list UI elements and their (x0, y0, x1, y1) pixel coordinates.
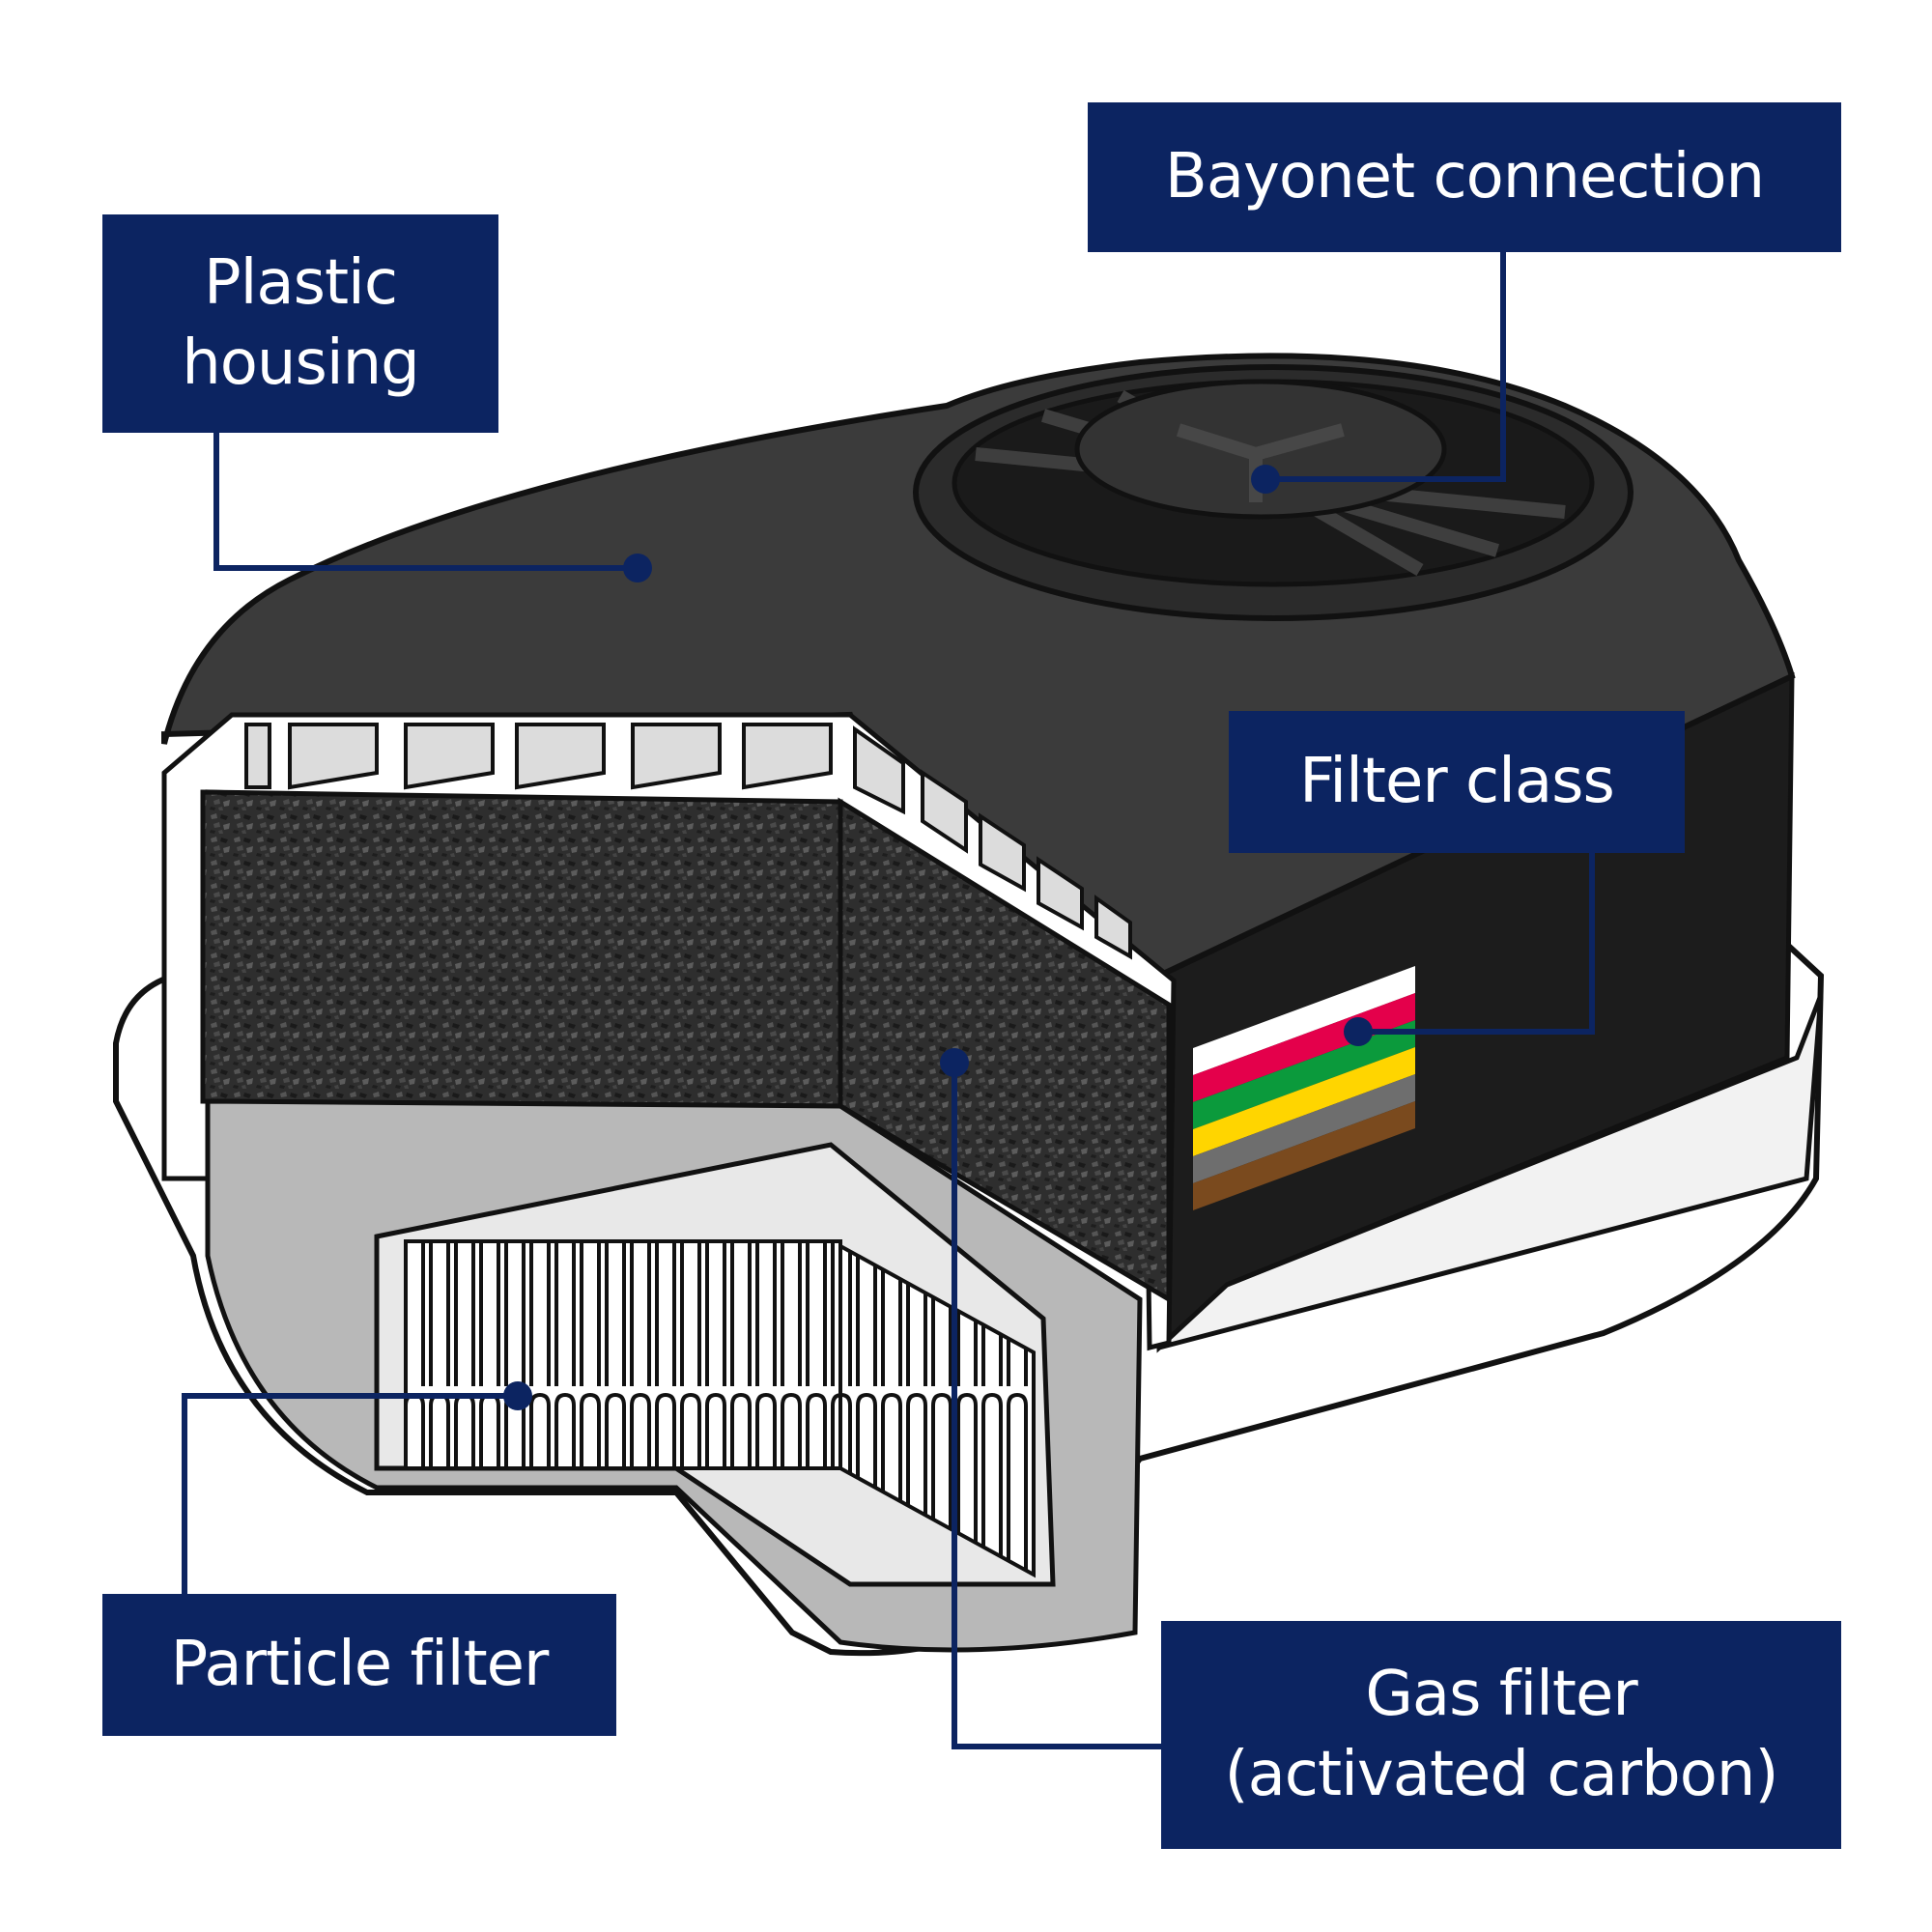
gas-filter-carbon-right (838, 797, 1172, 1304)
filter-class-stripes (1193, 966, 1415, 1210)
filter-class-stripe (1193, 1101, 1415, 1210)
leader-dots (503, 465, 1373, 1410)
particle-filter-pleats-side (838, 1242, 1036, 1578)
dot-particle (503, 1381, 532, 1410)
leader-plastic-housing (213, 433, 638, 571)
particle-filter-pleats-front (404, 1239, 842, 1470)
filter-class-stripe (1193, 1047, 1415, 1156)
leader-bayonet (1265, 252, 1506, 482)
label-particle-filter-text: Particle filter (170, 1628, 550, 1700)
leader-filter-class (1358, 853, 1595, 1035)
leader-lines (182, 252, 1595, 1749)
dot-plastic-housing (623, 554, 652, 582)
label-gas-filter-line1: Gas filter (1365, 1658, 1637, 1730)
filter-class-stripe (1193, 1020, 1415, 1129)
label-bayonet-connection-text: Bayonet connection (1164, 140, 1765, 213)
label-plastic-housing-line2: housing (182, 327, 420, 399)
housing-ribs (244, 723, 1132, 960)
leader-particle (182, 1393, 518, 1594)
label-plastic-housing-line1: Plastic (204, 246, 398, 319)
filter-class-stripe (1193, 1074, 1415, 1183)
dot-bayonet (1251, 465, 1280, 494)
gas-filter-carbon-left (200, 789, 843, 1109)
label-particle-filter: Particle filter (102, 1594, 616, 1736)
filter-class-stripe (1193, 966, 1415, 1075)
label-gas-filter-line2: (activated carbon) (1224, 1739, 1779, 1810)
dot-filter-class (1344, 1017, 1373, 1046)
leader-gas (952, 1063, 1161, 1749)
label-filter-class-text: Filter class (1299, 745, 1615, 817)
label-plastic-housing: Plastic housing (102, 214, 498, 433)
label-filter-class: Filter class (1229, 711, 1685, 853)
label-gas-filter: Gas filter (activated carbon) (1161, 1621, 1841, 1849)
dot-gas (940, 1048, 969, 1077)
label-bayonet-connection: Bayonet connection (1088, 102, 1841, 252)
